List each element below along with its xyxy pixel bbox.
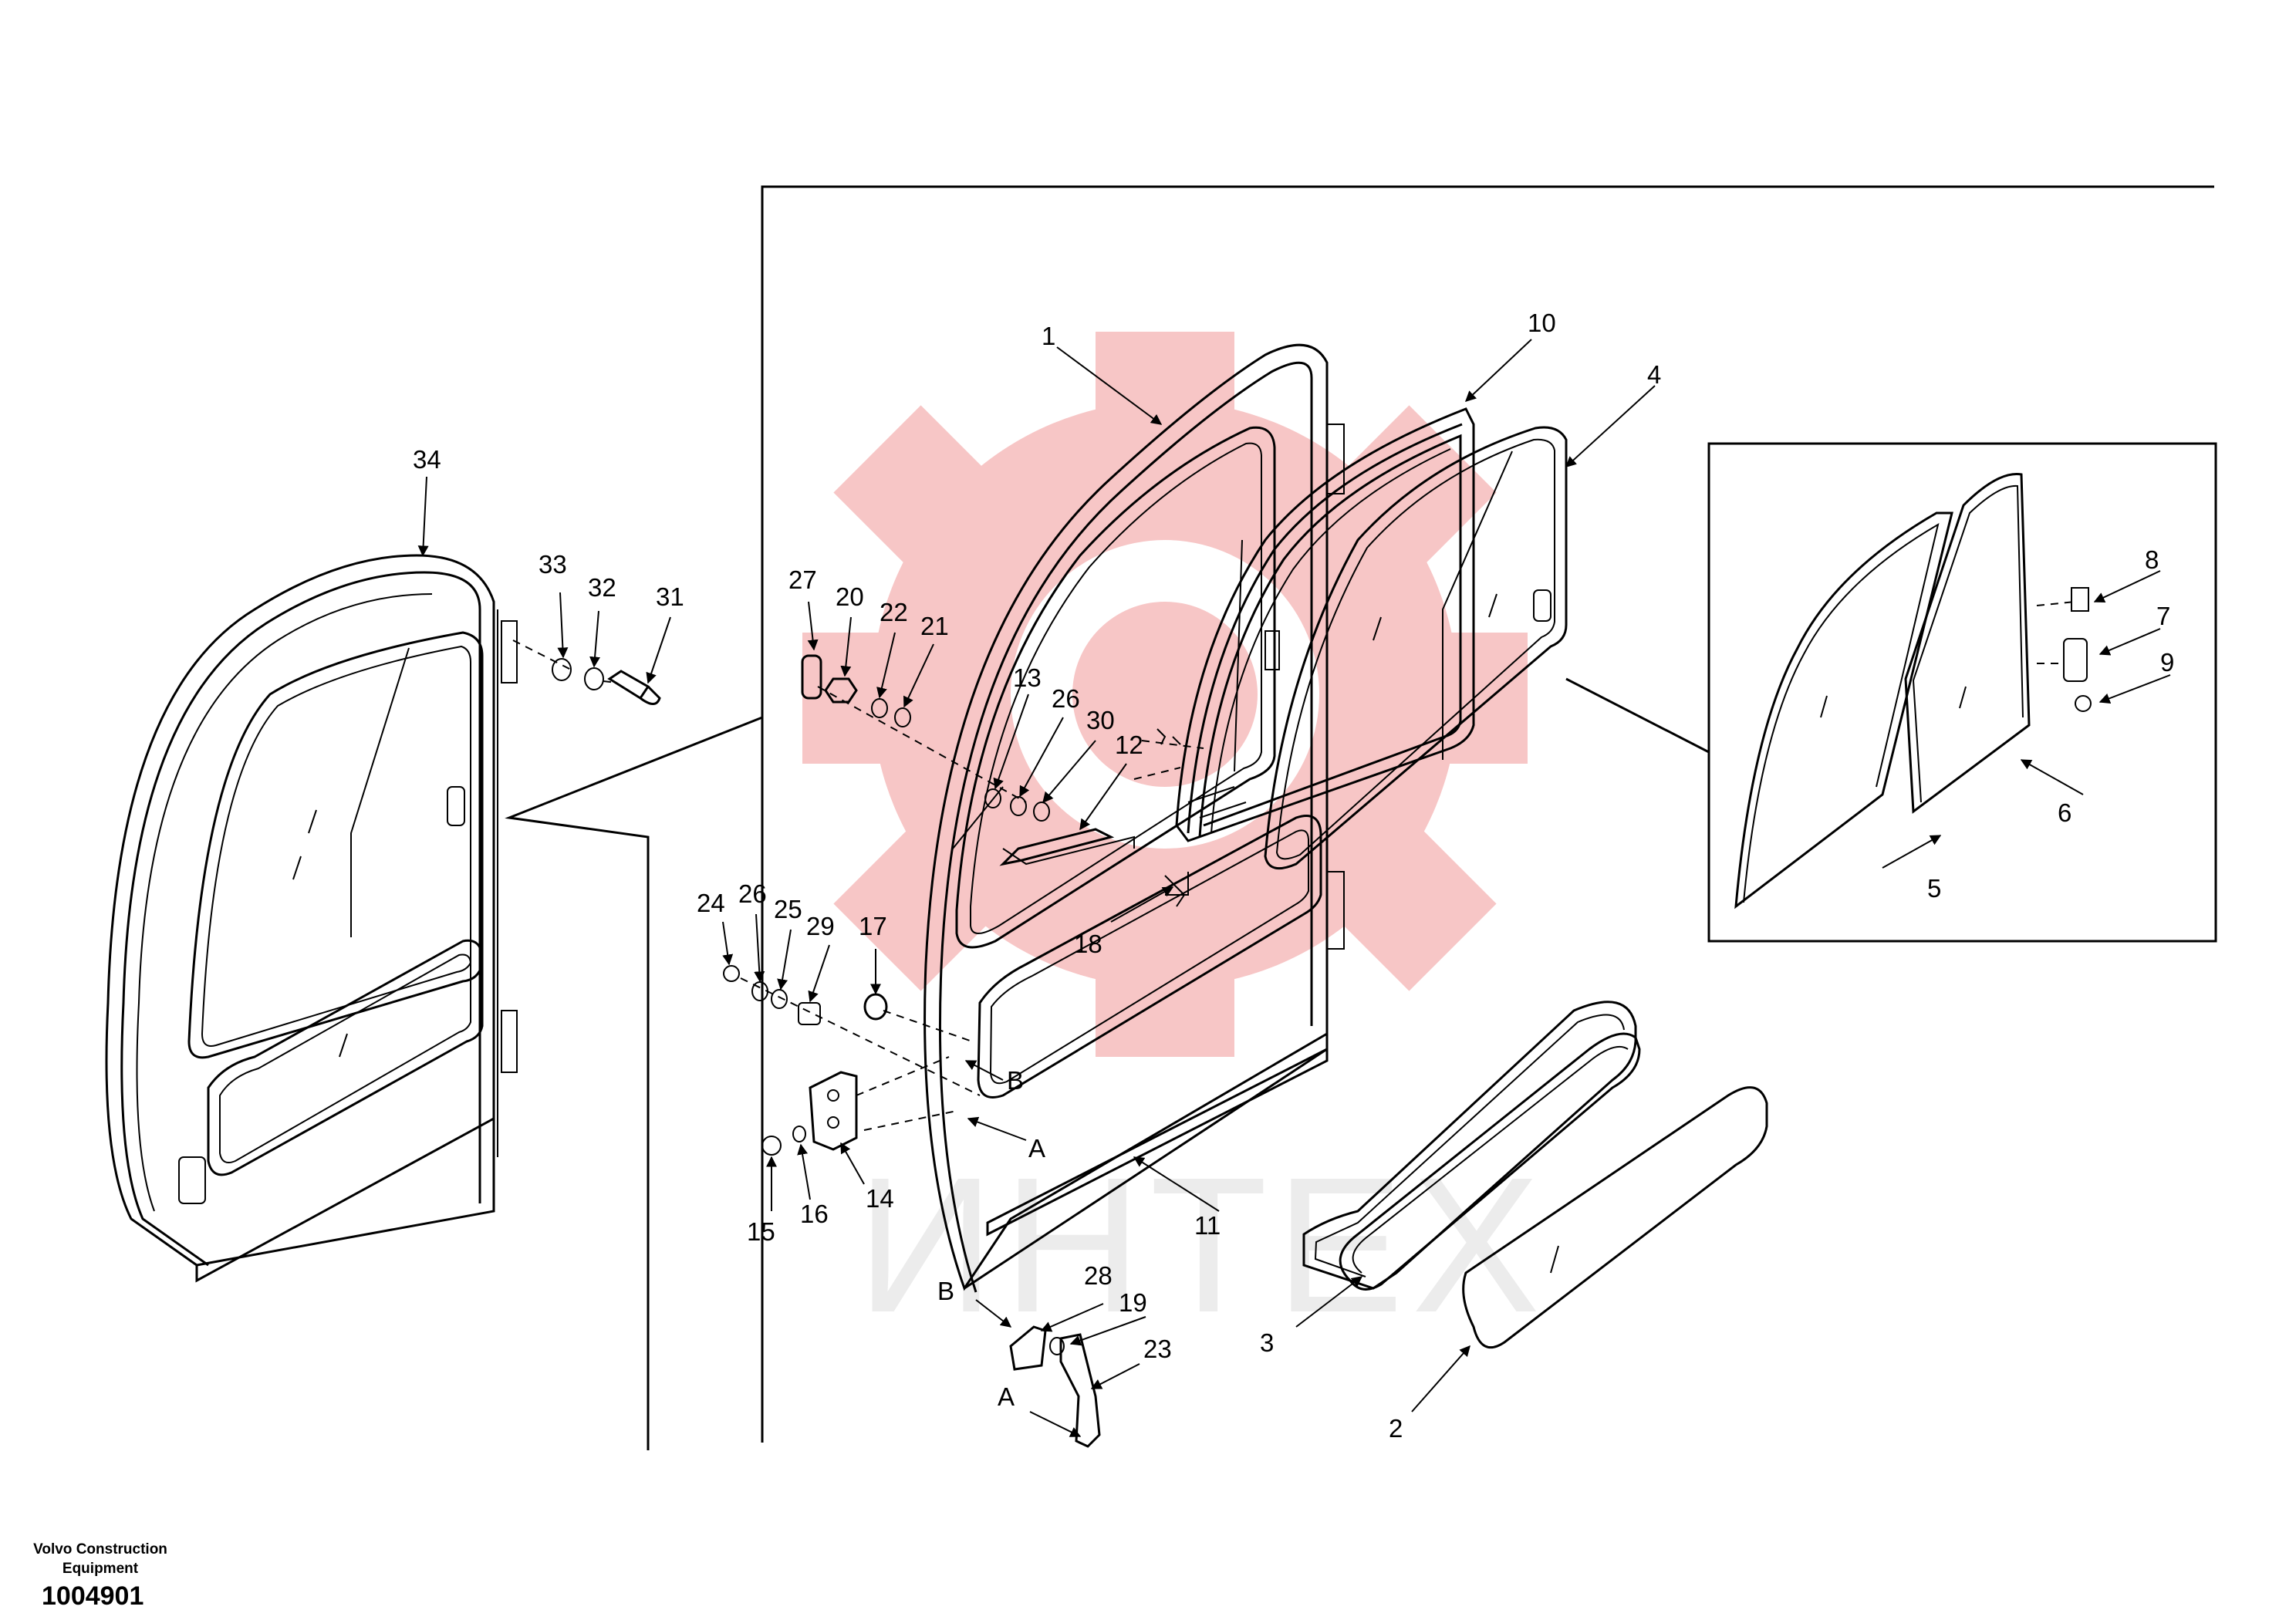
callout-11: 11 [1194,1211,1221,1240]
hardware-parts [512,640,1204,1448]
callout-19: 19 [1119,1288,1147,1317]
ref-letter-a-lower: A [998,1382,1015,1411]
callout-21: 21 [920,612,949,640]
callout-5: 5 [1927,874,1941,903]
callout-33: 33 [539,550,567,579]
callout-34: 34 [413,445,441,474]
callout-20: 20 [836,582,864,611]
door-assembly-34 [105,554,518,1283]
callout-7: 7 [2156,602,2170,630]
callout-32: 32 [588,573,616,602]
callout-31: 31 [656,582,684,611]
ref-letter-b-lower: B [937,1277,954,1305]
callout-28: 28 [1084,1261,1113,1290]
callout-22: 22 [880,598,908,626]
watermark: ИНТЕХ [802,332,1548,1352]
callout-3: 3 [1260,1328,1274,1357]
callout-10: 10 [1528,309,1556,337]
callout-17: 17 [859,912,887,940]
door-frame-1 [923,343,1345,1293]
callout-27: 27 [788,565,817,594]
callout-4: 4 [1647,360,1661,389]
watermark-text: ИНТЕХ [856,1137,1548,1352]
callout-14: 14 [866,1184,894,1213]
callout-23: 23 [1143,1335,1172,1363]
callout-24: 24 [697,889,725,917]
lower-glass-parts [986,1001,1768,1349]
callout-9: 9 [2160,648,2174,677]
callout-16: 16 [800,1200,829,1228]
callout-26-lower: 26 [738,879,767,908]
leader-lines [417,339,2171,1437]
callout-6: 6 [2058,798,2071,827]
callout-26-upper: 26 [1052,684,1080,713]
ref-letter-b-upper: B [1007,1066,1024,1095]
callout-12: 12 [1115,731,1143,759]
document-number: 1004901 [42,1581,144,1611]
callout-15: 15 [747,1217,775,1246]
callout-1: 1 [1042,322,1055,350]
callout-13: 13 [1013,663,1042,692]
callout-29: 29 [806,912,835,940]
glass-panel-4 [1264,426,1568,870]
organization-label: Volvo Construction Equipment [33,1541,167,1577]
inset-window-detail [1565,442,2217,943]
callout-25: 25 [774,895,802,923]
callout-30: 30 [1086,706,1115,734]
callout-8: 8 [2145,545,2159,574]
callout-labels: 1 10 4 34 33 32 31 27 20 22 21 13 26 30 … [413,309,2174,1443]
ref-letter-a-upper: A [1028,1134,1045,1163]
callout-2: 2 [1389,1414,1403,1443]
gear-watermark-icon [802,332,1528,1057]
callout-18: 18 [1074,930,1102,958]
frame-lines [505,185,2214,1450]
